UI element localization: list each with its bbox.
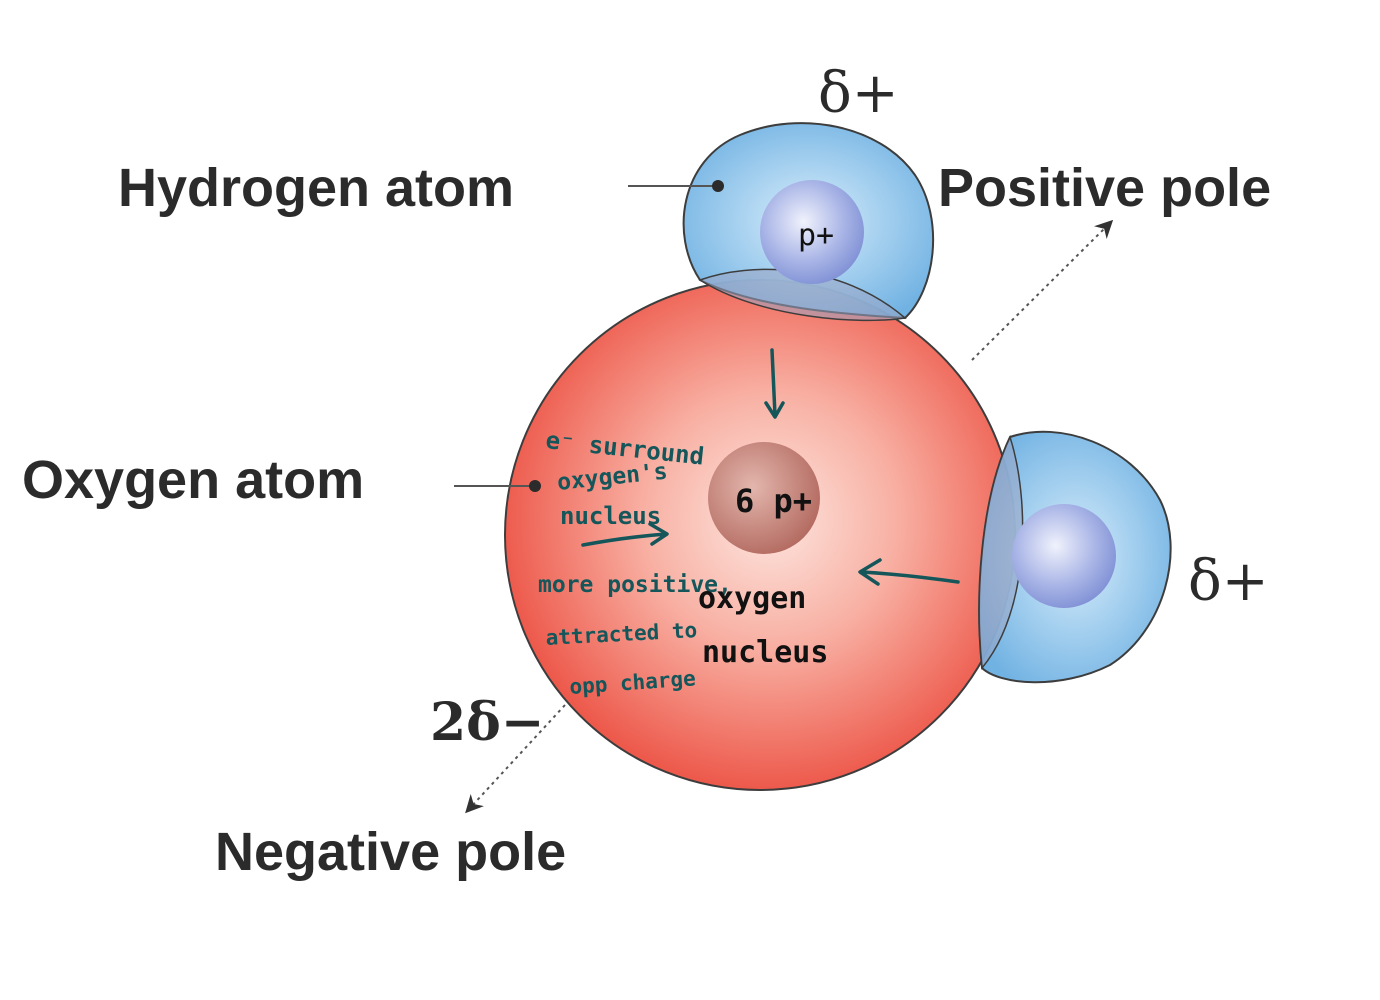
negative-pole-axis [465,704,566,814]
delta-plus-right-label: δ+ [1188,549,1269,614]
positive-pole-axis [971,219,1114,361]
nucleus-note-line-1: oxygen [698,581,806,616]
arrow-down-icon [764,348,785,419]
hydrogen-leader-dot [712,180,724,192]
negative-pole-label: Negative pole [215,822,566,882]
hydrogen-proton-top [760,180,864,284]
oxygen-leader-dot [529,480,541,492]
oxygen-nucleus-annotation: oxygen nucleus [698,581,828,670]
hydrogen-proton-label: p+ [798,218,834,253]
hydrogen-overlap-right [978,434,1024,670]
electron-note-line-3: nucleus [560,502,661,530]
positive-pole-label: Positive pole [938,158,1271,218]
oxygen-atom-label: Oxygen atom [22,450,364,510]
arrow-right-icon [581,522,669,547]
hydrogen-proton-right [1012,504,1116,608]
oxygen-nucleus [708,442,820,554]
arrow-left-icon [858,558,960,586]
attraction-note-line-1: more positive, [538,572,732,598]
hydrogen-overlap-top [698,268,907,322]
nucleus-note-line-2: nucleus [702,635,828,670]
delta-plus-top-label: δ+ [818,61,899,126]
oxygen-protons-label: 6 p+ [735,482,812,520]
hydrogen-atom-label: Hydrogen atom [118,158,514,218]
two-delta-minus-label: 2δ− [430,692,544,753]
